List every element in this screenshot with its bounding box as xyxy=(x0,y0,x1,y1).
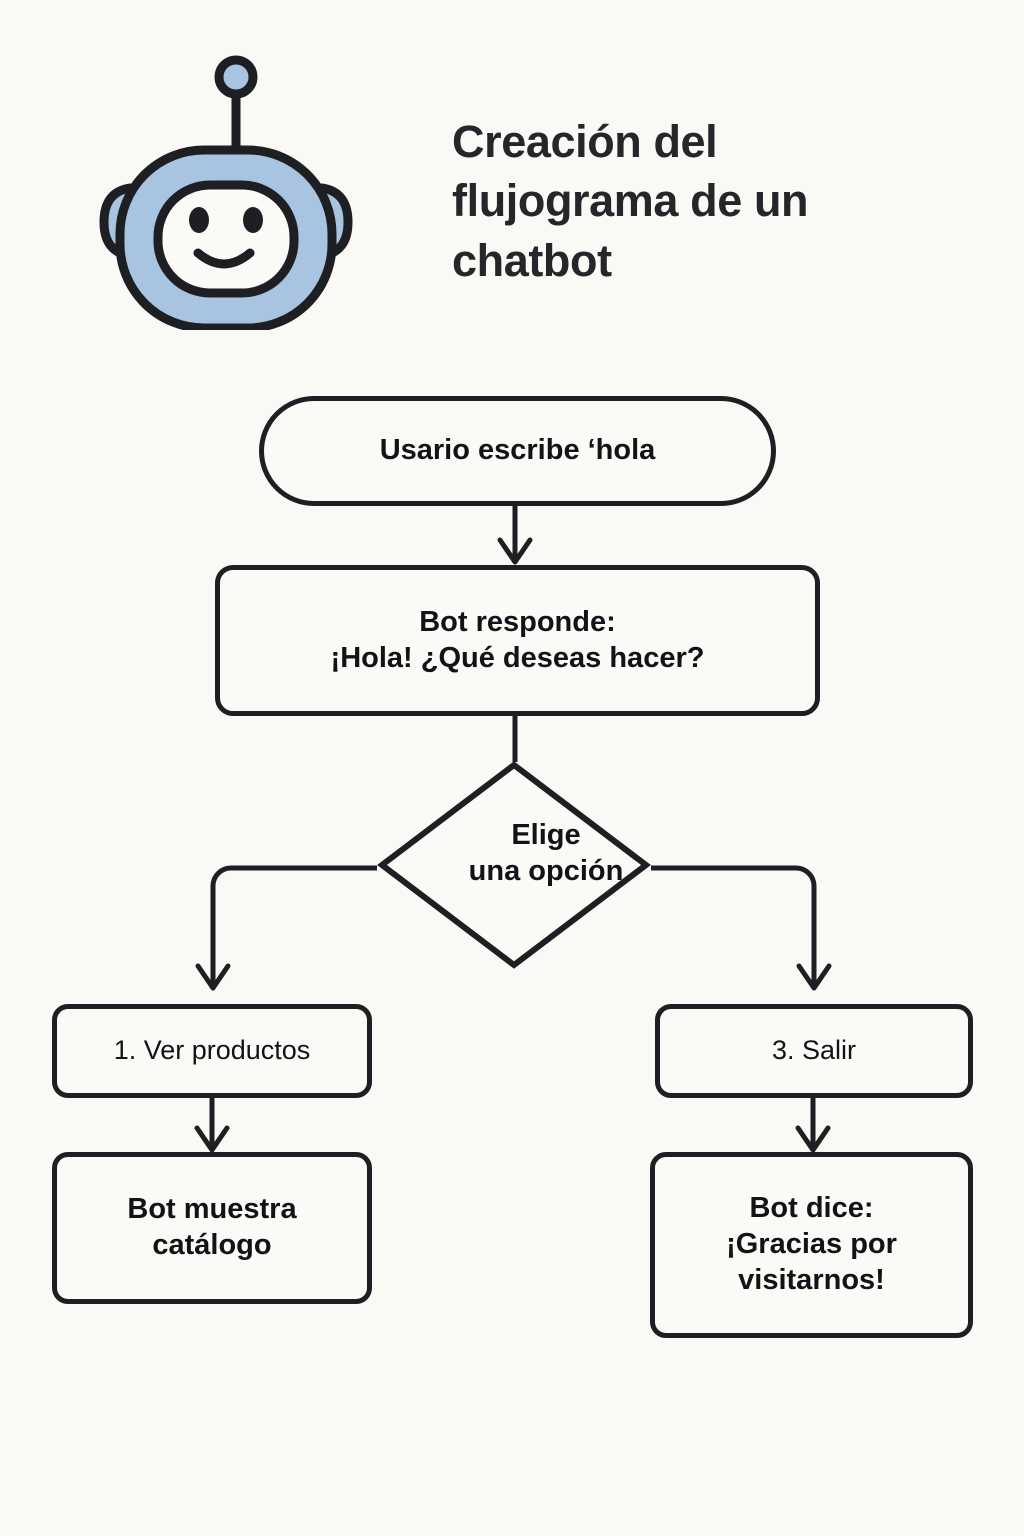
arrowhead-bot-thanks xyxy=(795,1125,831,1153)
arrowhead-bot-reply xyxy=(497,537,533,565)
flow-node-bot-reply[interactable]: Bot responde: ¡Hola! ¿Qué deseas hacer? xyxy=(215,565,820,716)
arrowhead-option-exit xyxy=(796,963,832,991)
flow-node-decision-label: Elige una opción xyxy=(468,819,624,888)
flow-node-option-exit-label: 3. Salir xyxy=(771,1035,857,1066)
robot-eye-left xyxy=(189,207,209,233)
flow-node-bot-thanks[interactable]: Bot dice: ¡Gracias por visitarnos! xyxy=(650,1152,973,1338)
flow-node-option-exit[interactable]: 3. Salir xyxy=(655,1004,973,1098)
flow-node-decision[interactable]: Elige una opción xyxy=(377,760,651,970)
flow-node-start[interactable]: Usario escribe ‘hola xyxy=(259,396,776,506)
flow-node-bot-reply-label: Bot responde: ¡Hola! ¿Qué deseas hacer? xyxy=(330,605,705,674)
flow-node-show-catalog-label: Bot muestra catálogo xyxy=(127,1193,297,1261)
robot-head-icon xyxy=(99,55,353,330)
robot-eye-right xyxy=(243,207,263,233)
flow-node-start-label: Usario escribe ‘hola xyxy=(379,434,656,467)
arrowhead-option-products xyxy=(195,963,231,991)
flow-node-show-catalog[interactable]: Bot muestra catálogo xyxy=(52,1152,372,1304)
edge-decision-to-option-products xyxy=(210,865,377,988)
diamond-shape xyxy=(377,761,651,969)
flow-node-option-products-label: 1. Ver productos xyxy=(113,1035,311,1066)
flow-node-bot-thanks-label: Bot dice: ¡Gracias por visitarnos! xyxy=(726,1192,897,1296)
flow-node-option-products[interactable]: 1. Ver productos xyxy=(52,1004,372,1098)
page-title: Creación del flujograma de un chatbot xyxy=(452,116,809,286)
arrowhead-show-catalog xyxy=(194,1125,230,1153)
